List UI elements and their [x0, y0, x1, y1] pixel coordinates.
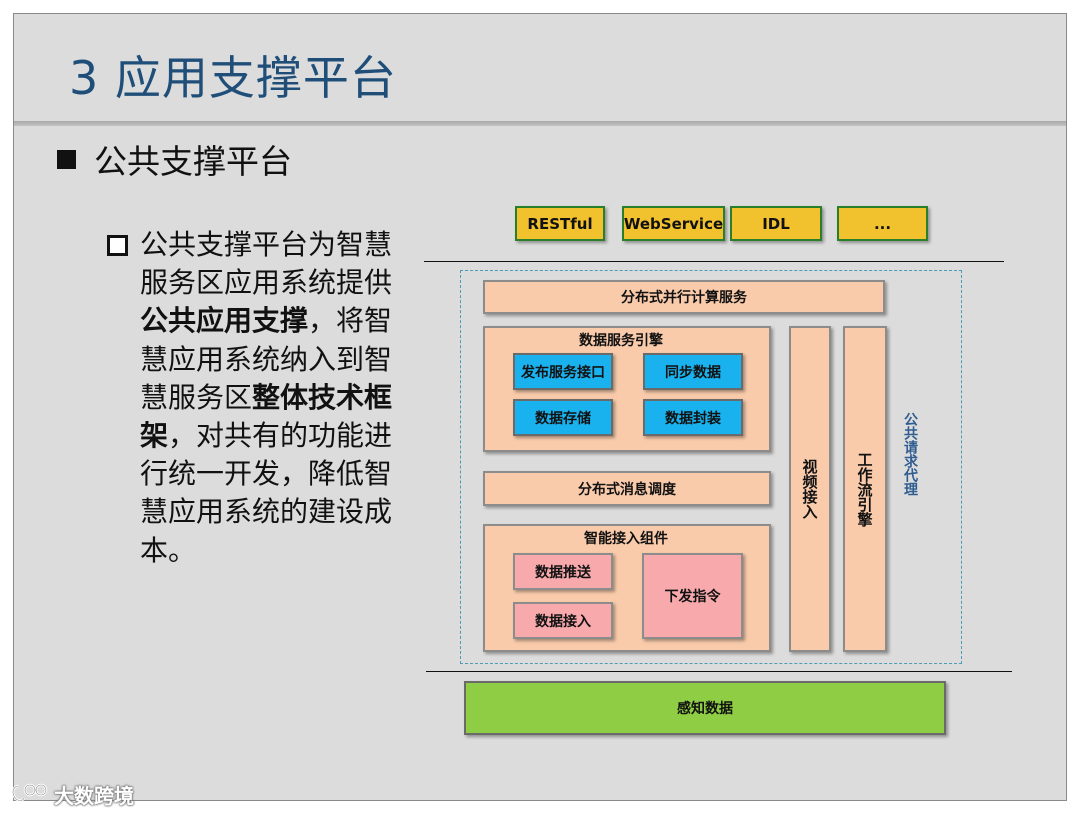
perception-data-box: 感知数据 [464, 681, 946, 735]
watermark-text: 大数跨境 [54, 784, 134, 808]
workflow-engine-label: 工作流引擎 [855, 451, 874, 527]
slide-title: 3 应用支撑平台 [69, 51, 397, 105]
sub-text-part2: ，将智慧应用系统纳入到智慧服务区 [140, 304, 393, 414]
video-access-box: 视频接入 [789, 326, 831, 652]
watermark: 大数跨境 [10, 780, 134, 809]
title-divider [14, 121, 1066, 126]
data-engine-item-encapsulation: 数据封装 [643, 399, 743, 436]
title-band: 3 应用支撑平台 [14, 14, 1066, 122]
top-divider-line [424, 261, 1004, 262]
sub-text-bold1: 公共应用支撑 [140, 304, 309, 338]
smart-access-command: 下发指令 [642, 553, 743, 639]
data-engine-item-publish: 发布服务接口 [513, 353, 613, 390]
message-scheduling-box: 分布式消息调度 [483, 471, 771, 506]
api-box-webservice: WebService [622, 206, 725, 241]
video-access-label: 视频接入 [800, 459, 819, 519]
sub-text-part1: 公共支撑平台为智慧服务区应用系统提供 [140, 228, 393, 300]
square-bullet-icon [57, 149, 76, 169]
watermark-logo-icon [11, 783, 48, 802]
smart-access-title: 智能接入组件 [584, 531, 668, 547]
main-bullet-text: 公共支撑平台 [94, 142, 292, 181]
sub-text-part3: ，对共有的功能进行统一开发，降低智慧应用系统的建设成本。 [140, 419, 393, 567]
data-engine-title: 数据服务引擎 [579, 333, 663, 349]
api-box-more: ... [837, 206, 928, 241]
api-box-restful: RESTful [515, 206, 605, 241]
sub-bullet-text: 公共支撑平台为智慧服务区应用系统提供公共应用支撑，将智慧应用系统纳入到智慧服务区… [108, 226, 413, 570]
distributed-compute-box: 分布式并行计算服务 [483, 280, 885, 314]
hollow-square-bullet-icon [107, 235, 128, 256]
smart-access-item-ingest: 数据接入 [513, 602, 613, 639]
api-box-idl: IDL [730, 206, 822, 241]
slide: 3 应用支撑平台 [13, 13, 1067, 801]
main-bullet: 公共支撑平台 [57, 135, 292, 183]
sub-text-bold2: 整体技术框架 [140, 380, 393, 453]
data-engine-item-storage: 数据存储 [513, 399, 613, 436]
bottom-divider-line [426, 671, 1012, 672]
sub-bullet: 公共支撑平台为智慧服务区应用系统提供公共应用支撑，将智慧应用系统纳入到智慧服务区… [107, 226, 413, 570]
request-proxy-region [460, 270, 962, 664]
request-proxy-label: 公共请求代理 [902, 412, 918, 496]
data-engine-item-sync: 同步数据 [643, 353, 743, 390]
smart-access-item-push: 数据推送 [513, 553, 613, 590]
workflow-engine-box: 工作流引擎 [843, 326, 887, 652]
